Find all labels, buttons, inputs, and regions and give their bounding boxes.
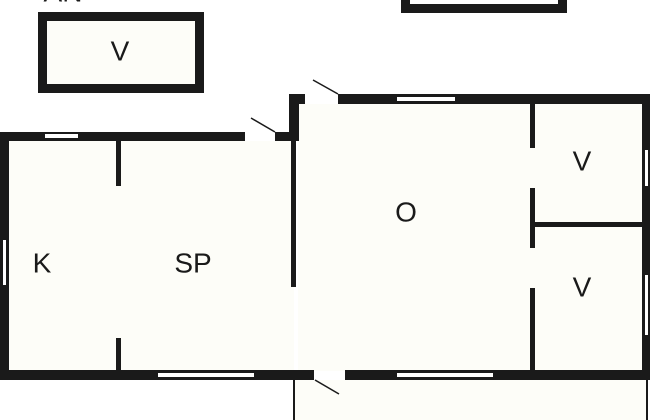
label-room-top-right: V xyxy=(573,145,592,176)
label-shed: V xyxy=(111,35,130,66)
right-floor xyxy=(298,104,643,371)
label-top-left-partial: AN xyxy=(44,0,83,7)
door-top xyxy=(312,79,339,95)
windows xyxy=(3,97,648,377)
label-room-bottom-right: V xyxy=(573,271,592,302)
terrace-floor xyxy=(295,380,647,420)
label-room-left: K xyxy=(33,247,52,278)
door-bottom xyxy=(314,379,340,395)
label-room-center: O xyxy=(395,196,417,227)
shed-floor xyxy=(46,20,196,85)
doors xyxy=(250,79,340,395)
label-room-middle: SP xyxy=(174,247,211,278)
left-floor xyxy=(8,141,294,371)
door-left xyxy=(250,117,276,133)
